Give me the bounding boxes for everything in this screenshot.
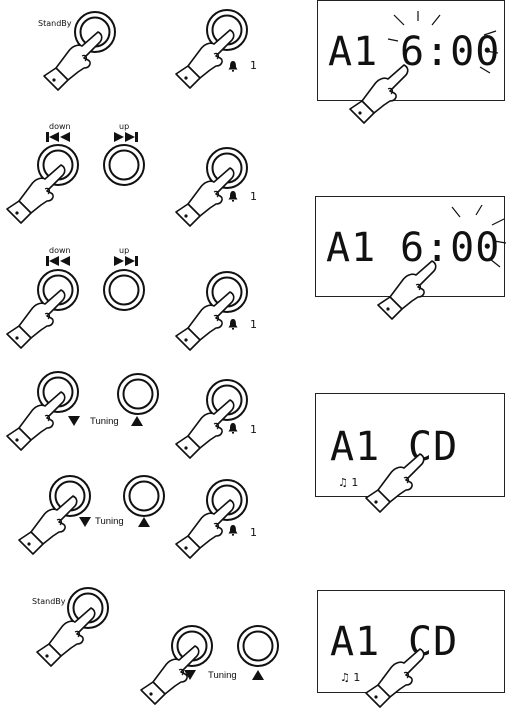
music-indicator: ♫ 1 [340,671,360,684]
flash-rays-icon [436,205,506,285]
display-alarm-code: A1 [330,619,380,665]
alarm-button[interactable] [185,0,265,100]
alarm-button[interactable] [185,140,265,230]
down-label: down [49,123,71,131]
alarm-number-label: 1 [250,423,257,436]
up-button[interactable] [100,265,150,315]
down-label: down [49,247,71,255]
tuning-down-button[interactable] [120,624,210,714]
tuning-down-button[interactable] [0,370,90,460]
standby-button[interactable] [30,586,120,676]
lcd-display-1: A1 6:00 [317,0,505,101]
tuning-label: Tuning [95,517,124,527]
display-alarm-code: A1 [330,424,380,470]
triangle-down-icon [68,416,80,426]
triangle-down-icon [184,670,196,680]
triangle-up-icon [131,416,143,426]
lcd-display-4: A1 CD ♫ 1 [317,590,505,693]
alarm-number-label: 1 [250,190,257,203]
tuning-up-button[interactable] [116,372,160,416]
alarm-number-label: 1 [250,318,257,331]
alarm-button[interactable] [185,372,265,462]
down-button[interactable] [0,140,90,230]
triangle-up-icon [252,670,264,680]
lcd-display-2: A1 6:00 [315,196,505,297]
alarm-number-label: 1 [250,526,257,539]
tuning-label: Tuning [208,671,237,681]
alarm-number-label: 1 [250,59,257,72]
tuning-up-button[interactable] [236,624,280,668]
up-button[interactable] [100,140,150,190]
pointing-hand-icon [374,645,434,705]
up-label: up [119,123,129,131]
display-alarm-code: A1 [326,225,376,271]
standby-button[interactable] [60,0,140,100]
down-button[interactable] [0,265,90,355]
music-indicator: ♫ 1 [338,476,358,489]
up-label: up [119,247,129,255]
pointing-hand-icon [386,257,446,317]
pointing-hand-icon [358,61,418,121]
alarm-button[interactable] [185,262,265,352]
triangle-down-icon [79,517,91,527]
tuning-up-button[interactable] [122,474,166,518]
tuning-down-button[interactable] [0,470,90,560]
lcd-display-3: A1 CD ♫ 1 [315,393,505,497]
pointing-hand-icon [374,450,434,510]
alarm-button[interactable] [185,472,265,562]
tuning-label: Tuning [90,417,119,427]
triangle-up-icon [138,517,150,527]
